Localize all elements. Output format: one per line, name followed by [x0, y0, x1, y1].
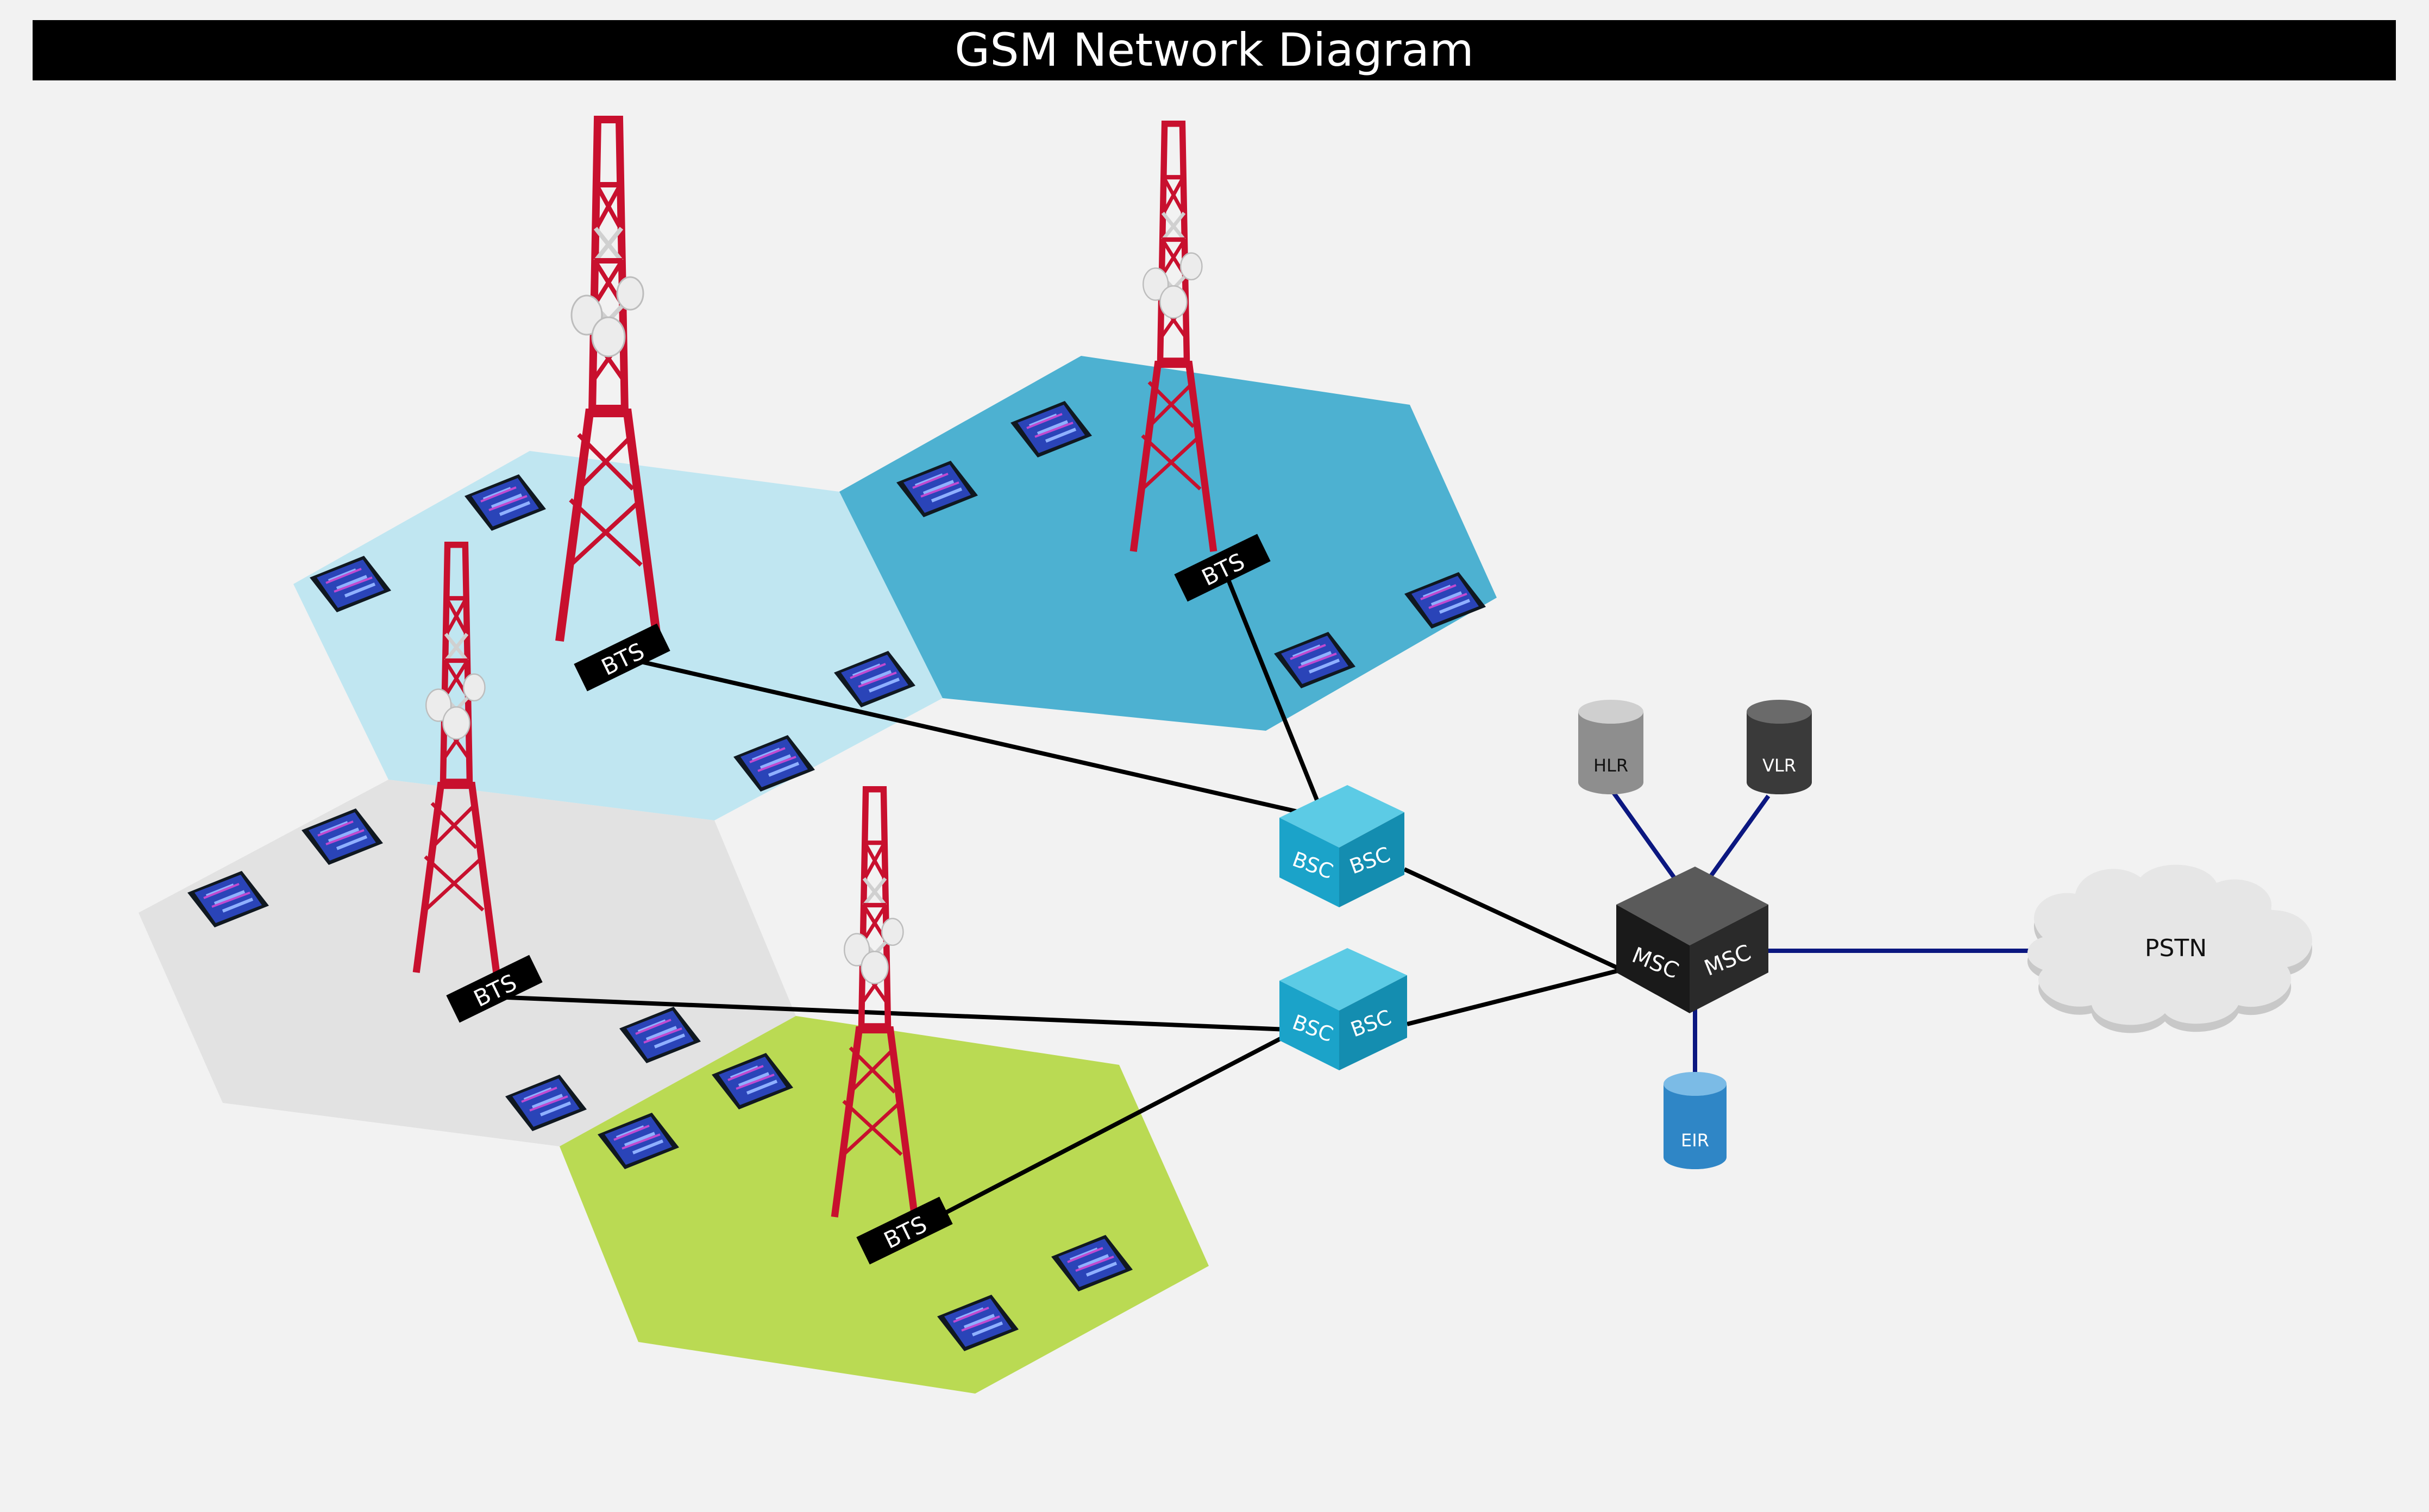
cell-top-left: [293, 451, 943, 820]
msc-node: MSC MSC: [1616, 867, 1768, 1013]
cell-left: [139, 780, 796, 1146]
diagram-title: GSM Network Diagram: [955, 23, 1474, 77]
svg-text:EIR: EIR: [1681, 1130, 1709, 1151]
cell-bottom: [560, 1016, 1209, 1394]
svg-text:HLR: HLR: [1593, 755, 1628, 776]
svg-text:VLR: VLR: [1762, 755, 1796, 776]
eir-database-icon: EIR: [1664, 1072, 1727, 1169]
bsc-node: BSC BSC: [1279, 948, 1407, 1070]
vlr-database-icon: VLR: [1747, 700, 1812, 794]
network-links: [494, 564, 2029, 1216]
hlr-database-icon: HLR: [1578, 700, 1643, 794]
title-bar: GSM Network Diagram: [33, 20, 2396, 80]
pstn-cloud-icon: PSTN: [2027, 864, 2312, 1033]
cell-top-right: [839, 356, 1497, 731]
pstn-label: PSTN: [2145, 934, 2207, 962]
bsc-node: BSC BSC: [1279, 785, 1404, 907]
